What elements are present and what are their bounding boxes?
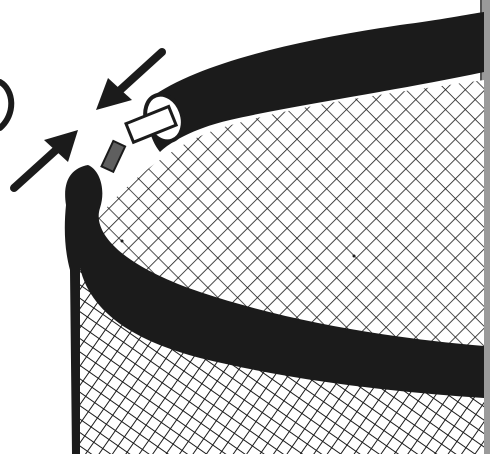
step-circle-fragment [0, 82, 11, 128]
mesh-mark [353, 255, 356, 258]
connector-pin [101, 141, 125, 172]
mesh-mark [121, 240, 124, 243]
